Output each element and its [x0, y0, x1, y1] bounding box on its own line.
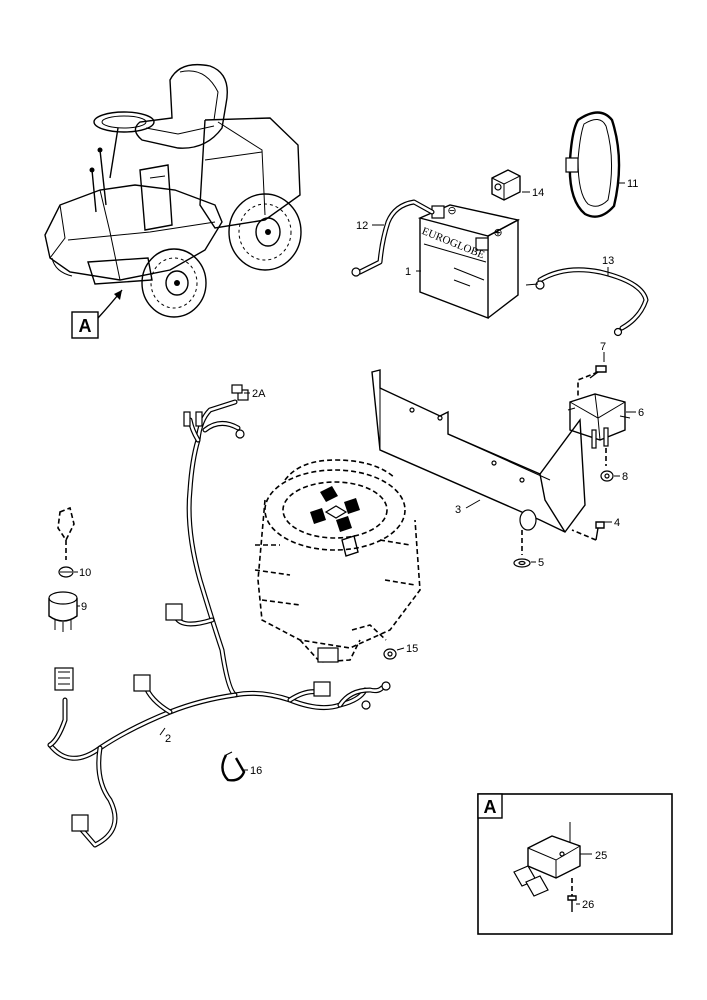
callout-8: 8 — [622, 471, 628, 483]
wire-harness-2 — [47, 389, 391, 848]
callout-10: 10 — [79, 567, 91, 579]
washer-5 — [513, 558, 531, 568]
callout-16: 16 — [250, 765, 262, 777]
engine-outline — [254, 459, 421, 663]
view-letter: A — [79, 316, 92, 336]
callout-2: 2 — [165, 733, 171, 745]
callout-6: 6 — [638, 407, 644, 419]
callout-9: 9 — [81, 601, 87, 613]
nut-8 — [600, 470, 614, 482]
callout-26: 26 — [582, 899, 594, 911]
detail-view-a: A — [477, 793, 673, 935]
callout-25: 25 — [595, 850, 607, 862]
callout-2a: 2A — [252, 388, 266, 400]
callout-11: 11 — [627, 178, 638, 190]
mounting-bracket-3 — [371, 369, 586, 533]
callout-1: 1 — [405, 266, 411, 278]
callout-3: 3 — [455, 504, 461, 516]
ignition-switch-9 — [48, 591, 78, 632]
detail-letter: A — [484, 797, 497, 817]
screw-4 — [595, 521, 605, 541]
cable-12 — [351, 199, 435, 277]
battery: ⊖ ⊕ EUROGLOBE — [417, 204, 521, 320]
rider-mower-illustration — [44, 63, 302, 319]
callout-13: 13 — [602, 255, 614, 267]
callout-7: 7 — [600, 341, 606, 353]
negative-terminal-icon: ⊖ — [447, 204, 456, 217]
solenoid-6 — [567, 393, 631, 449]
cable-13 — [525, 267, 649, 337]
callout-12: 12 — [356, 220, 368, 232]
view-marker-a: A — [71, 311, 99, 339]
positive-terminal-icon: ⊕ — [493, 226, 502, 239]
nut-15 — [383, 648, 397, 660]
key-10 — [57, 506, 75, 578]
cable-tie-16 — [221, 751, 246, 782]
callout-5: 5 — [538, 557, 544, 569]
part-2a — [231, 384, 243, 394]
battery-strap-11 — [565, 111, 621, 218]
terminal-cover-14 — [491, 169, 521, 201]
callout-15: 15 — [406, 643, 418, 655]
callout-14: 14 — [532, 187, 544, 199]
callout-4: 4 — [614, 517, 620, 529]
